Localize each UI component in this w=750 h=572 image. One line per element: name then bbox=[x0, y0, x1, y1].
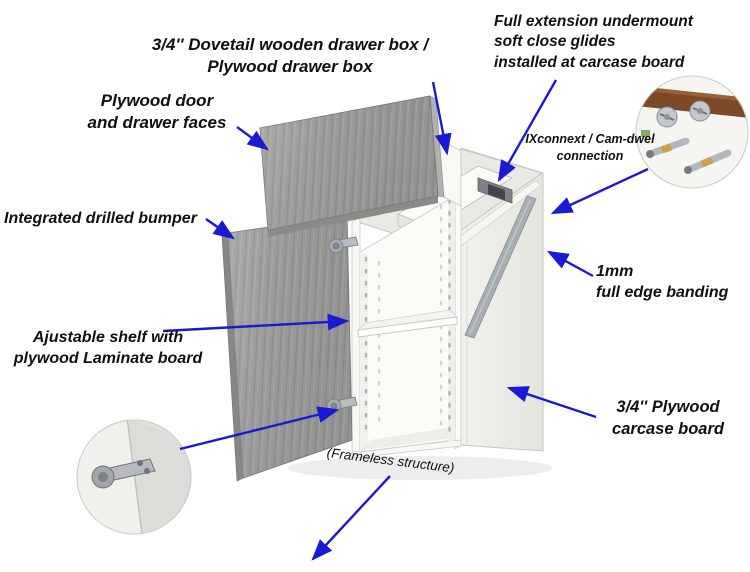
arrow-frameless bbox=[311, 475, 391, 561]
label-shelf: Ajustable shelf with plywood Laminate bo… bbox=[8, 327, 208, 369]
label-line: Plywood drawer box bbox=[207, 57, 373, 77]
door-panel bbox=[221, 215, 353, 482]
front-left-stile bbox=[351, 216, 361, 459]
door-hinge-top bbox=[328, 236, 359, 254]
label-door-faces: Plywood door and drawer faces bbox=[72, 90, 242, 135]
label-line: carcase board bbox=[612, 419, 724, 438]
label-drawer-box: 3/4'' Dovetail wooden drawer box / Plywo… bbox=[130, 34, 450, 79]
arrow-hinge-inset bbox=[179, 406, 340, 451]
label-line: Full extension undermount bbox=[494, 13, 693, 30]
label-edge-banding: 1mm full edge banding bbox=[596, 261, 746, 303]
shelf-front-edge bbox=[357, 316, 458, 338]
label-line: 1mm bbox=[596, 263, 634, 280]
hinge-inset-border bbox=[76, 419, 192, 535]
cabinet-illustration bbox=[221, 95, 552, 482]
label-line: 3/4'' Dovetail wooden drawer box / bbox=[151, 35, 429, 54]
arrow-connection bbox=[550, 167, 649, 215]
arrow-edge-banding bbox=[546, 250, 594, 278]
annotation-arrows bbox=[162, 79, 649, 561]
label-bumper: Integrated drilled bumper bbox=[4, 208, 216, 229]
arrow-shelf bbox=[162, 313, 350, 333]
cam-connector-photo-inset bbox=[635, 75, 749, 189]
label-carcase: 3/4'' Plywood carcase board bbox=[592, 397, 744, 441]
label-line: Integrated drilled bumper bbox=[4, 210, 197, 227]
arrow-bumper bbox=[205, 218, 235, 240]
arrow-drawer-box bbox=[431, 81, 452, 156]
drawer-face-panel bbox=[259, 95, 445, 237]
arrow-glides bbox=[497, 79, 558, 183]
glide-dark-detail bbox=[488, 184, 505, 200]
label-glides: Full extension undermount soft close gli… bbox=[494, 12, 726, 73]
cavity-bottom-face bbox=[362, 428, 453, 450]
hinge-photo-inset bbox=[76, 419, 192, 535]
label-line: 3/4'' Plywood bbox=[616, 398, 720, 416]
label-connection: IXconnext / Cam-dwel connection bbox=[520, 131, 660, 164]
label-line: soft close glides bbox=[494, 33, 616, 51]
arrow-carcase bbox=[506, 386, 597, 419]
label-line: connection bbox=[556, 148, 624, 163]
banding-highlight bbox=[469, 199, 531, 335]
label-line: installed at carcase board bbox=[494, 53, 685, 71]
label-line: plywood Laminate board bbox=[13, 350, 203, 368]
arrow-door-faces bbox=[236, 126, 269, 151]
label-line: IXconnext / Cam-dwel bbox=[525, 132, 655, 146]
cabinet-shadow bbox=[288, 456, 552, 480]
label-line: Plywood door bbox=[100, 91, 214, 110]
label-line: full edge banding bbox=[596, 284, 729, 302]
cam-inset-border bbox=[635, 75, 749, 189]
label-line: Ajustable shelf with bbox=[32, 329, 184, 346]
label-line: and drawer faces bbox=[87, 113, 227, 133]
